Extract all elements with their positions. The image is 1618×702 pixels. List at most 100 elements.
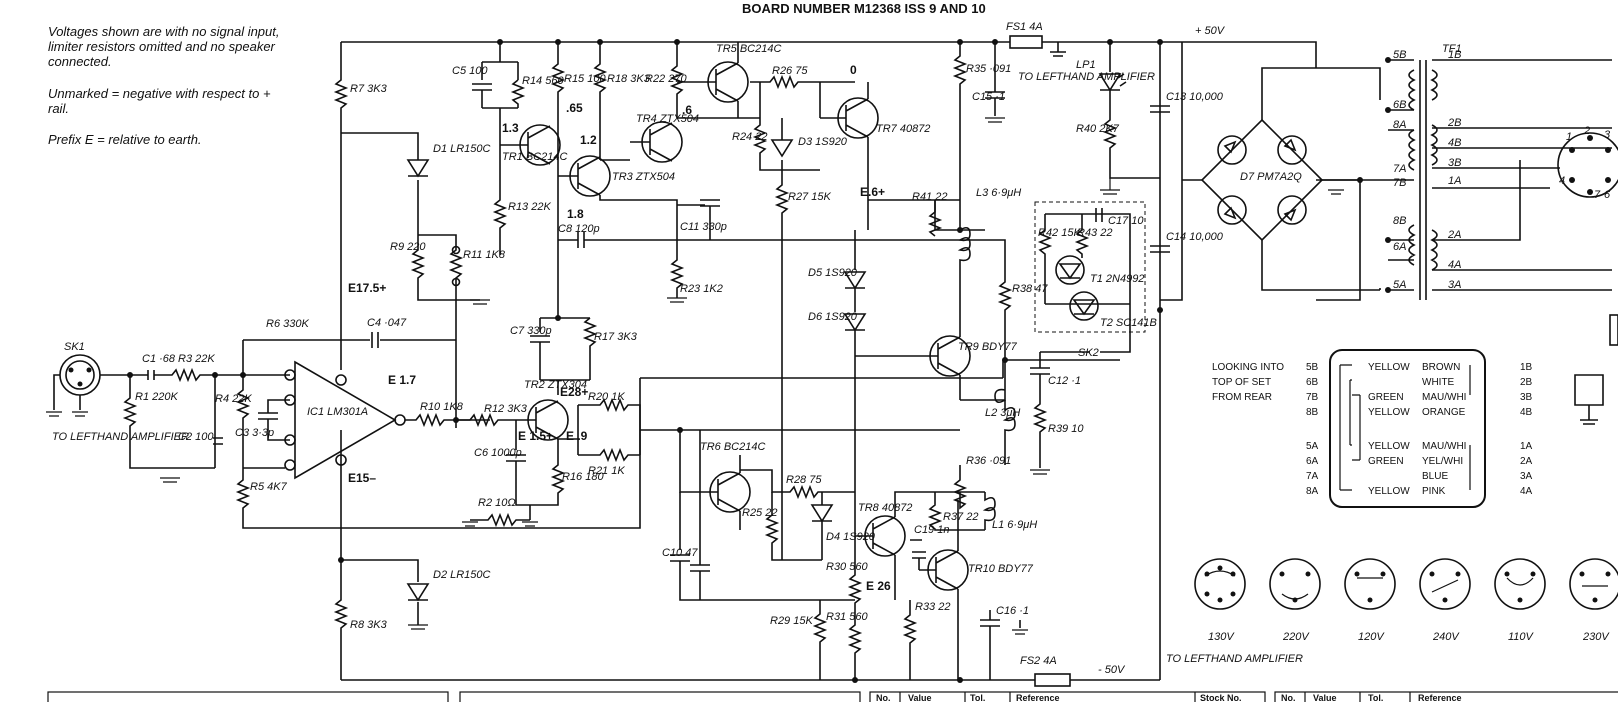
- r29-label: R29 15K: [770, 615, 813, 627]
- r43-label: R43 22: [1077, 227, 1112, 239]
- output-upper: [855, 42, 1120, 465]
- r15-label: R15 100: [564, 73, 606, 85]
- r23-label: R23 1K2: [680, 283, 723, 295]
- diode-chain: [843, 230, 867, 560]
- r1-label: R1 220K: [135, 391, 178, 403]
- c15-label: C15 ·1: [972, 91, 1005, 103]
- parts-list-tables: [47, 691, 1618, 702]
- tbl3-h-value: Value: [908, 693, 932, 702]
- d6-label: D6 1S920: [808, 311, 858, 323]
- tr3-label: TR3 ZTX504: [612, 171, 675, 183]
- wire-code-8b: 8B: [1306, 407, 1319, 418]
- zobel: [1030, 360, 1050, 475]
- r22-label: R22 270: [645, 73, 687, 85]
- tf-tap-2b: 2B: [1447, 117, 1461, 129]
- ic1-opamp: [243, 360, 490, 480]
- tr4-label: TR4 ZTX504: [636, 113, 699, 125]
- sk1-socket: [46, 354, 148, 417]
- l1-label: L1 6·9μH: [992, 519, 1037, 531]
- driver-top-right: [677, 42, 879, 560]
- fs1-label: FS1 4A: [1006, 21, 1043, 33]
- fs2-label: FS2 4A: [1020, 655, 1057, 667]
- tr6-label: TR6 BC214C: [700, 441, 765, 453]
- tf-tap-1a: 1A: [1448, 175, 1461, 187]
- wire-colour-8a: YELLOW: [1368, 486, 1410, 497]
- output-lower: [670, 430, 996, 680]
- r33-label: R33 22: [915, 601, 950, 613]
- wire-code-6a: 6A: [1306, 456, 1319, 467]
- d3-label: D3 1S920: [798, 136, 848, 148]
- sk1-label: SK1: [64, 341, 85, 353]
- tf-tap-2a: 2A: [1447, 229, 1461, 241]
- tf-tap-5b: 5B: [1393, 49, 1406, 61]
- tr10-label: TR10 BDY77: [968, 563, 1034, 575]
- r2-label: R2 10Ω: [478, 497, 516, 509]
- wire-code-4b: 4B: [1520, 407, 1533, 418]
- wiring-right-codes: 1B 2B 3B 4B 1A 2A 3A 4A: [1520, 362, 1533, 497]
- tbl3-h-ref: Reference: [1016, 693, 1060, 702]
- tf-tap-7b: 7B: [1393, 177, 1406, 189]
- r4-label: R4 22K: [215, 393, 252, 405]
- c1-label: C1 ·68: [142, 353, 176, 365]
- sel-pin-2: 2: [1583, 125, 1590, 137]
- v-06: .6: [682, 103, 692, 117]
- r7-label: R7 3K3: [350, 83, 388, 95]
- wiring-caption-2: TOP OF SET: [1212, 377, 1271, 388]
- wire-code-7b: 7B: [1306, 392, 1319, 403]
- tf-tap-8b: 8B: [1393, 215, 1406, 227]
- supply-bottom: [980, 610, 1071, 687]
- note-prefix: Prefix E = relative to earth.: [48, 132, 202, 147]
- r9-label: R9 220: [390, 241, 426, 253]
- tr5-label: TR5 BC214C: [716, 43, 781, 55]
- negative-rail-label: - 50V: [1098, 664, 1126, 676]
- sk2-label: SK2: [1078, 347, 1099, 359]
- wire-code-8a: 8A: [1306, 486, 1319, 497]
- l2-label: L2 3μH: [985, 407, 1020, 419]
- wiring-right-colours: BROWN WHITE MAU/WHI ORANGE MAU/WHI YEL/W…: [1422, 362, 1466, 497]
- r28-label: R28 75: [786, 474, 822, 486]
- d5-label: D5 1S920: [808, 267, 858, 279]
- c7-label: C7 330p: [510, 325, 552, 337]
- wire-colour-5a: YELLOW: [1368, 441, 1410, 452]
- tf-tap-3b: 3B: [1448, 157, 1461, 169]
- c8-cap: [558, 232, 1006, 260]
- tf-tap-4a: 4A: [1448, 259, 1461, 271]
- selector-230v: 230V: [1582, 631, 1610, 643]
- tr1-label: TR1 BC214C: [502, 151, 567, 163]
- wiring-left-colours: YELLOW GREEN YELLOW YELLOW GREEN YELLOW: [1368, 362, 1410, 497]
- selector-240v: 240V: [1432, 631, 1460, 643]
- r31-label: R31 560: [826, 611, 868, 623]
- c14-label: C14 10,000: [1166, 231, 1224, 243]
- r26-label: R26 75: [772, 65, 808, 77]
- wire-colour-6a: GREEN: [1368, 456, 1404, 467]
- r25-label: R25 22: [742, 507, 777, 519]
- sel-pin-6: 6: [1604, 189, 1611, 201]
- tbl4-h-ref: Reference: [1418, 693, 1462, 702]
- v-12: 1.2: [580, 133, 597, 147]
- reservoir-caps: [1150, 105, 1170, 253]
- selector-110v: 110V: [1508, 631, 1535, 643]
- wiring-left-codes: 5B 6B 7B 8B 5A 6A 7A 8A: [1306, 362, 1319, 497]
- tf1-label: TF1: [1442, 43, 1462, 55]
- wire-code-4a: 4A: [1520, 486, 1533, 497]
- r16-label: R16 180: [562, 471, 604, 483]
- note-unmarked: Unmarked = negative with respect to + ra…: [48, 86, 271, 116]
- tr7-label: TR7 40872: [876, 123, 930, 135]
- r35-label: R35 ·091: [966, 63, 1011, 75]
- r27-label: R27 15K: [788, 191, 831, 203]
- r20-label: R20 1K: [588, 391, 625, 403]
- voltage-selector-sockets: [1194, 558, 1618, 610]
- r24-label: R24 22: [732, 131, 767, 143]
- wire-code-1b: 1B: [1520, 362, 1533, 373]
- r13-label: R13 22K: [508, 201, 551, 213]
- c19-label: C19 1n: [914, 524, 949, 536]
- r39-label: R39 10: [1048, 423, 1084, 435]
- wire-code-5a: 5A: [1306, 441, 1319, 452]
- to-left-amp-2: TO LEFTHAND AMPLIFIER: [1018, 71, 1155, 83]
- v-e15: E15–: [348, 471, 376, 485]
- positive-rail-label: + 50V: [1195, 25, 1226, 37]
- r40-label: R40 2K7: [1076, 123, 1120, 135]
- tf-tap-7a: 7A: [1393, 163, 1406, 175]
- c8-label: C8 120p: [558, 223, 600, 235]
